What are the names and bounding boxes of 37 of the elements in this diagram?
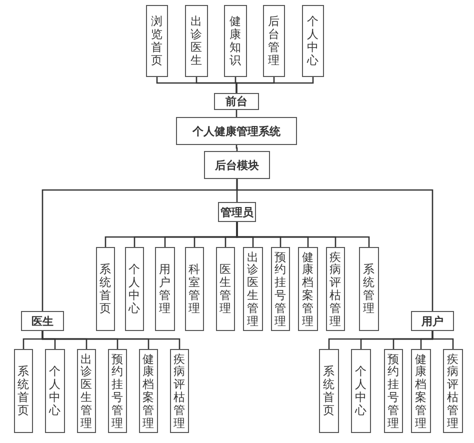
module-box: 预约挂号管理 — [108, 349, 127, 433]
module-box: 系统首页 — [319, 349, 339, 433]
module-box: 个人中心 — [45, 349, 65, 433]
module-box: 出诊医生 — [185, 5, 208, 77]
module-box: 疾病评枯管理 — [170, 349, 189, 433]
module-box: 系统管理 — [359, 247, 379, 331]
module-box: 科室管理 — [185, 247, 204, 331]
category-box: 前台 — [214, 93, 259, 110]
connector-line — [236, 222, 370, 247]
connector-line — [432, 331, 454, 349]
module-box: 系统首页 — [14, 349, 33, 433]
category-box: 管理员 — [218, 202, 256, 222]
category-box: 后台模块 — [204, 151, 270, 179]
module-box: 疾病评枯管理 — [326, 247, 345, 331]
module-box: 用户管理 — [155, 247, 175, 331]
category-box: 个人健康管理系统 — [176, 117, 297, 145]
module-box: 医生管理 — [216, 247, 235, 331]
category-box: 用户 — [411, 311, 454, 331]
module-box: 个人中心 — [125, 247, 144, 331]
module-box: 系统首页 — [96, 247, 115, 331]
module-box: 浏览首页 — [146, 5, 168, 77]
module-box: 健康档案管理 — [411, 349, 431, 433]
module-box: 后台管理 — [263, 5, 285, 77]
category-box: 医生 — [21, 311, 64, 331]
module-box: 健康档案管理 — [139, 349, 158, 433]
module-box: 健康档案管理 — [298, 247, 318, 331]
module-box: 个人中心 — [351, 349, 371, 433]
module-box: 出诊医生管理 — [77, 349, 96, 433]
module-box: 个人中心 — [302, 5, 324, 77]
connector-line — [236, 77, 314, 93]
connector-line — [236, 179, 434, 311]
module-box: 疾病评枯管理 — [443, 349, 463, 433]
module-box: 预约挂号管理 — [384, 349, 403, 433]
module-box: 健康知识 — [224, 5, 247, 77]
module-box: 预约挂号管理 — [271, 247, 290, 331]
connector-line — [42, 331, 180, 349]
module-box: 出诊医生管理 — [243, 247, 263, 331]
